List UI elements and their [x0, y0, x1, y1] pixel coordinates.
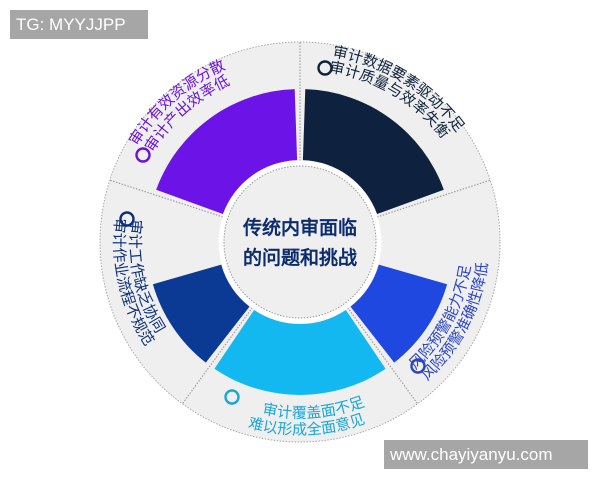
dividers: [109, 42, 491, 405]
center-title-line1: 传统内审面临: [242, 216, 357, 239]
segment-collaboration: [152, 264, 250, 363]
marker-icon-collaboration: [119, 211, 135, 227]
marker-icon-coverage: [224, 389, 240, 405]
watermark-top: TG: MYYJJPP: [10, 10, 148, 39]
watermark-bottom: www.chayiyanyu.com: [384, 440, 588, 469]
segment-coverage: [214, 310, 386, 395]
segment-data-driven: [302, 89, 444, 214]
segment-resources: [156, 89, 298, 214]
marker-icon-resources: [135, 147, 151, 163]
center-circle-border: [223, 165, 377, 319]
marker-icon-risk-warning: [410, 358, 426, 374]
marker-icon-data-driven: [317, 60, 333, 76]
center-title-line2: 的问题和挑战: [243, 246, 357, 269]
segment-risk-warning: [350, 264, 448, 363]
